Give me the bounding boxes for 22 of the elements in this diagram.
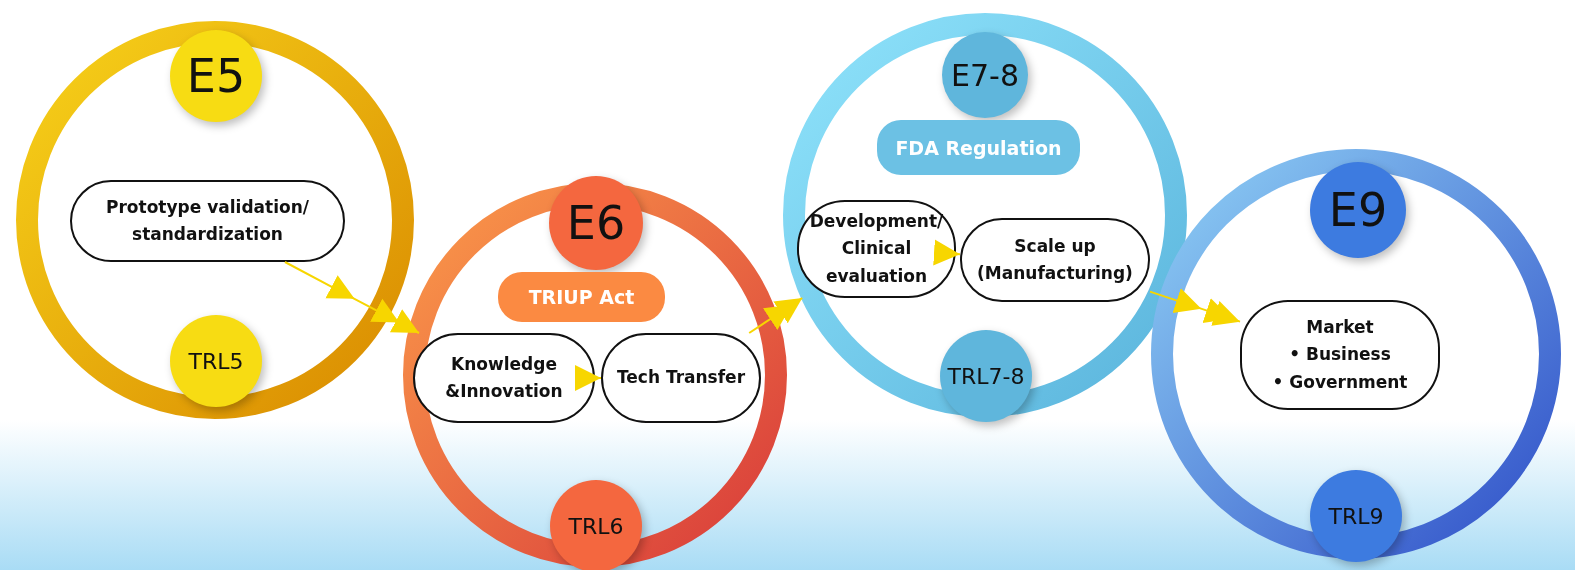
arrow bbox=[748, 297, 804, 334]
process-card: Tech Transfer bbox=[601, 333, 761, 423]
list-item: • Business bbox=[1289, 343, 1391, 367]
list-card bbox=[1240, 300, 1440, 410]
card-heading: Market bbox=[1306, 316, 1374, 340]
stage-badge: TRL7-8 bbox=[940, 330, 1032, 422]
arrow bbox=[1149, 288, 1241, 326]
stage-badge: E6 bbox=[549, 176, 643, 270]
tag-pill: TRIUP Act bbox=[498, 272, 665, 322]
stage-badge: TRL5 bbox=[170, 315, 262, 407]
list-item: • Government bbox=[1272, 370, 1408, 394]
tag-pill: FDA Regulation bbox=[877, 120, 1080, 175]
arrow bbox=[933, 239, 961, 266]
stage-badge: E5 bbox=[170, 30, 262, 122]
stage-badge: E7-8 bbox=[942, 32, 1028, 118]
process-card: Scale up (Manufacturing) bbox=[960, 218, 1150, 302]
arrow bbox=[575, 365, 602, 391]
stage-badge: E9 bbox=[1310, 162, 1406, 258]
arrow bbox=[283, 261, 420, 334]
process-card: Prototype validation/ standardization bbox=[70, 180, 345, 262]
process-card: Knowledge &Innovation bbox=[413, 333, 595, 423]
process-card: Development/ Clinical evaluation bbox=[797, 200, 956, 298]
